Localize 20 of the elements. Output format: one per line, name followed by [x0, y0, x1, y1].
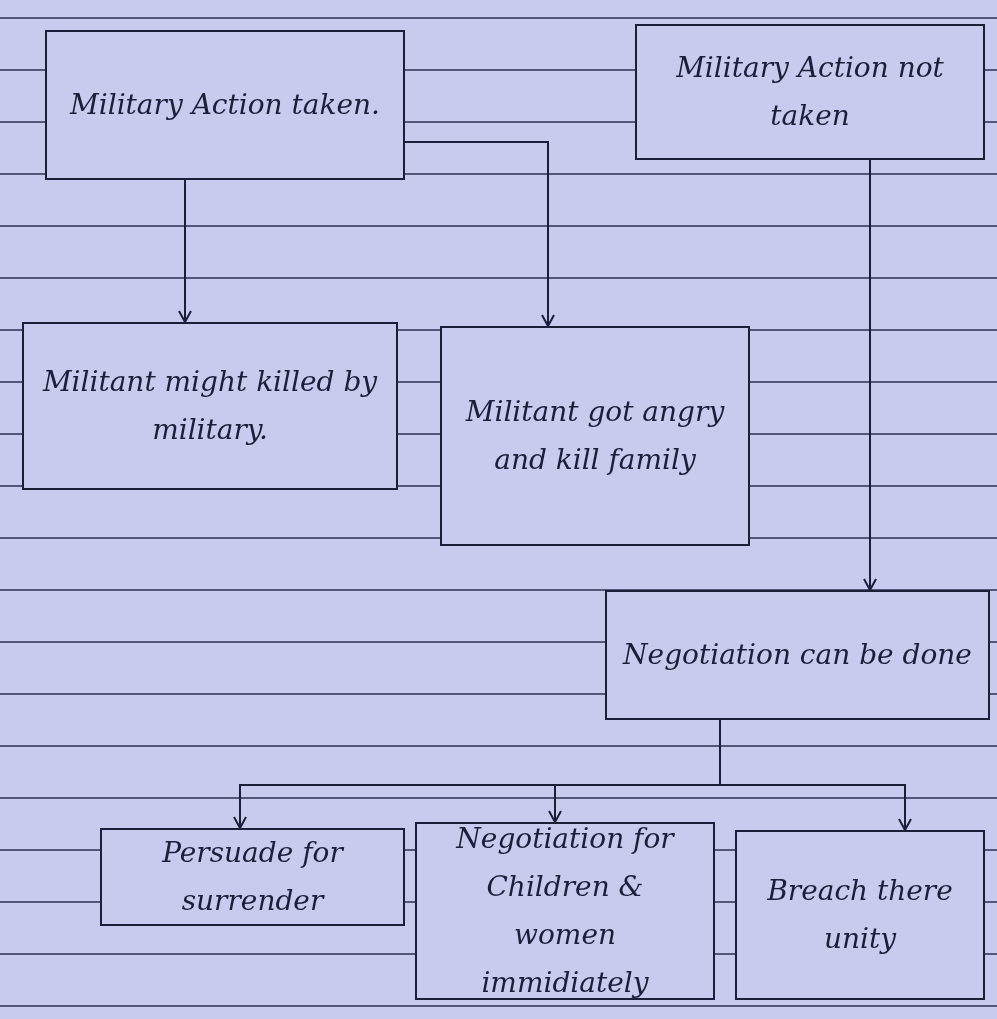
arrow: [178, 179, 192, 323]
process-box: [415, 822, 715, 1000]
arrow: [863, 159, 877, 591]
box-text: Breach there unity: [766, 873, 954, 957]
process-box: [45, 30, 405, 180]
process-box: [605, 590, 990, 720]
process-box: [440, 326, 750, 546]
box-text: Military Action not taken: [675, 50, 945, 134]
box-text: Military Action taken.: [70, 87, 380, 123]
process-box: [100, 828, 405, 926]
process-box: [635, 24, 985, 160]
box-text: Militant got angry and kill family: [464, 394, 726, 478]
box-text: Militant might killed by military.: [41, 364, 379, 448]
box-text: Persuade for surrender: [161, 835, 345, 919]
arrow: [719, 719, 912, 831]
arrow: [404, 141, 555, 327]
process-box: [22, 322, 398, 490]
box-text: Negotiation can be done: [623, 637, 972, 673]
process-box: [735, 830, 985, 1000]
box-text: Negotiation for Children & women immidiately: [454, 821, 676, 1001]
